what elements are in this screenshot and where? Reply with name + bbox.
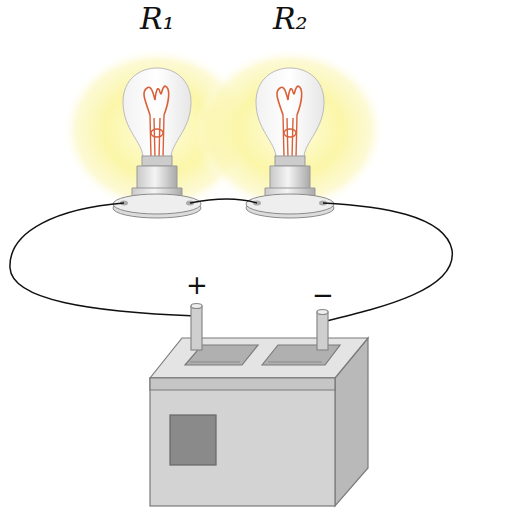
component-label: R₁ (140, 4, 175, 34)
terminal-polarity: − (312, 282, 334, 308)
light-bulb (195, 48, 385, 218)
wire (10, 199, 452, 322)
component-label: R₂ (273, 4, 308, 34)
battery (150, 304, 368, 507)
terminal-polarity: + (186, 272, 208, 298)
